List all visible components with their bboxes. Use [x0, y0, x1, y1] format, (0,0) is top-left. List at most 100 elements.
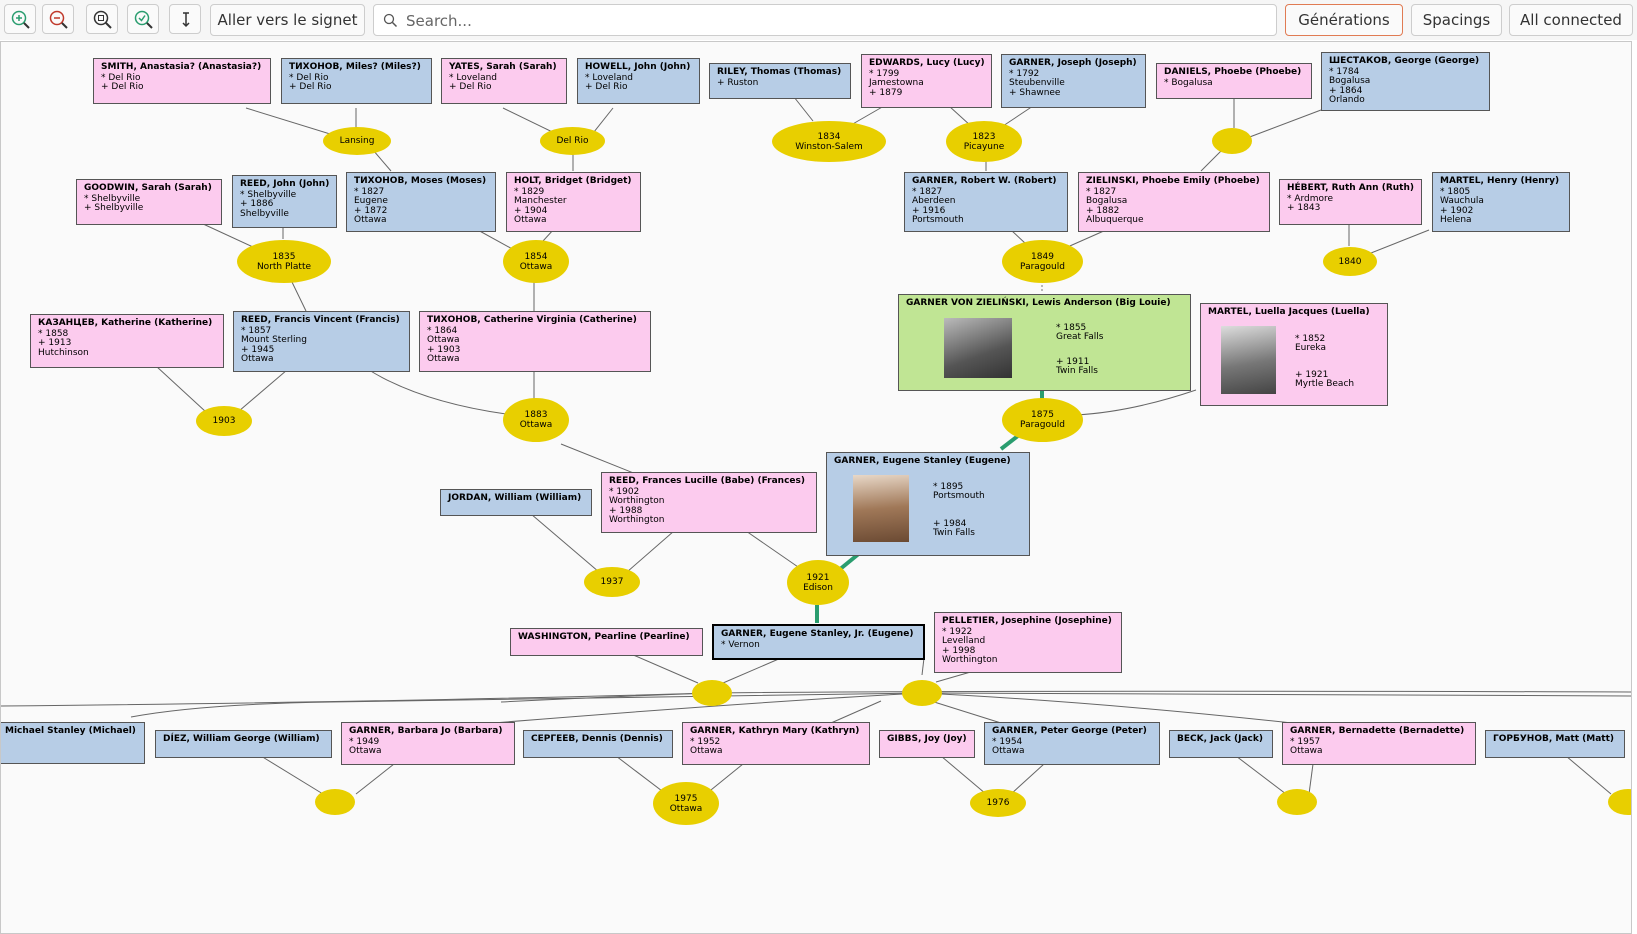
person-birth: * Loveland [449, 72, 498, 83]
person-box[interactable]: КАЗАНЦЕВ, Katherine (Katherine)* 1858+ 1… [30, 314, 224, 368]
person-box[interactable]: DANIELS, Phoebe (Phoebe)* Bogalusa [1156, 63, 1312, 99]
generations-button[interactable]: Générations [1285, 4, 1403, 36]
person-box[interactable]: GOODWIN, Sarah (Sarah)* Shelbyville+ She… [76, 179, 222, 225]
person-name: GOODWIN, Sarah (Sarah) [84, 183, 212, 193]
person-name: BECK, Jack (Jack) [1177, 734, 1263, 744]
family-place: Ottawa [669, 803, 703, 814]
search-input[interactable] [404, 9, 1268, 33]
family-node[interactable] [315, 789, 355, 815]
family-node[interactable] [692, 680, 732, 706]
person-birth: * 1895 [933, 482, 964, 492]
family-node[interactable]: 1937 [584, 567, 640, 597]
person-box[interactable]: MARTEL, Luella Jacques (Luella) * 1852 E… [1200, 303, 1388, 406]
person-box[interactable]: GIBBS, Joy (Joy) [879, 730, 975, 758]
person-birth-place: Great Falls [1056, 332, 1104, 342]
person-birth-place: Ottawa [349, 746, 382, 757]
zoom-fit-button[interactable] [127, 4, 159, 34]
person-death: + 1911 [1056, 357, 1090, 367]
family-node[interactable]: Lansing [323, 127, 391, 155]
person-death-place: Portsmouth [912, 215, 964, 226]
person-box[interactable]: HÉBERT, Ruth Ann (Ruth)* Ardmore+ 1843 [1279, 179, 1422, 225]
zoom-in-icon [11, 10, 30, 29]
person-name: GARNER VON ZIELIŃSKI, Lewis Anderson (Bi… [906, 298, 1171, 308]
person-birth: * 1805 [1440, 186, 1471, 197]
person-birth: * 1957 [1290, 736, 1321, 747]
person-box[interactable]: ТИХОНОВ, Miles? (Miles?)* Del Rio+ Del R… [281, 58, 432, 104]
home-person-button[interactable] [169, 4, 201, 34]
family-year: 1823 [972, 131, 996, 142]
person-birth: * 1855 [1056, 323, 1087, 333]
person-birth: * Ardmore [1287, 193, 1334, 204]
bookmark-button[interactable]: Aller vers le signet [210, 4, 365, 36]
home-person-box[interactable]: GARNER, Eugene Stanley, Jr. (Eugene)* Ve… [712, 624, 925, 660]
family-node[interactable] [902, 680, 942, 706]
person-birth: * 1864 [427, 325, 458, 336]
person-birth: * 1952 [690, 736, 721, 747]
family-node[interactable] [1277, 789, 1317, 815]
person-name: ШЕСТАКОВ, George (George) [1329, 56, 1480, 66]
person-box[interactable]: ТИХОНОВ, Catherine Virginia (Catherine)*… [419, 311, 651, 372]
person-box[interactable]: GARNER, Eugene Stanley (Eugene) * 1895 P… [826, 452, 1030, 556]
person-death: + 1945 [241, 344, 275, 355]
person-death-place: Hutchinson [38, 347, 89, 358]
family-tree-canvas[interactable]: SMITH, Anastasia? (Anastasia?)* Del Rio+… [0, 41, 1632, 934]
person-birth: * 1858 [38, 328, 69, 339]
person-box[interactable]: JORDAN, William (William) [440, 489, 592, 516]
zoom-out-button[interactable] [42, 4, 74, 34]
family-node[interactable] [1212, 128, 1252, 154]
person-death-place: Twin Falls [1056, 366, 1098, 376]
zoom-reset-button[interactable] [86, 4, 118, 34]
person-name: REED, Frances Lucille (Babe) (Frances) [609, 476, 805, 486]
family-node[interactable]: 1976 [970, 789, 1026, 817]
family-node[interactable]: Del Rio [540, 127, 605, 155]
person-box[interactable]: СЕРГЕЕВ, Dennis (Dennis) [523, 730, 673, 758]
person-box[interactable]: HOWELL, John (John)* Loveland+ Del Rio [577, 58, 700, 104]
person-birth: * 1829 [514, 186, 545, 197]
all-connected-button[interactable]: All connected [1509, 4, 1633, 36]
person-box-highlighted[interactable]: GARNER VON ZIELIŃSKI, Lewis Anderson (Bi… [898, 294, 1191, 391]
person-box[interactable]: YATES, Sarah (Sarah)* Loveland+ Del Rio [441, 58, 567, 104]
family-node[interactable]: 1840 [1323, 247, 1377, 276]
family-node[interactable] [1608, 789, 1631, 815]
person-box[interactable]: DÍEZ, William George (William) [155, 730, 332, 758]
person-box[interactable]: REED, Frances Lucille (Babe) (Frances)* … [601, 472, 817, 533]
person-box[interactable]: Michael Stanley (Michael) [1, 722, 145, 764]
person-box[interactable]: BECK, Jack (Jack) [1169, 730, 1273, 758]
family-year: 1835 [272, 251, 296, 262]
family-year: 1883 [524, 410, 548, 420]
person-box[interactable]: SMITH, Anastasia? (Anastasia?)* Del Rio+… [93, 58, 271, 104]
person-name: GARNER, Bernadette (Bernadette) [1290, 726, 1465, 736]
person-box[interactable]: WASHINGTON, Pearline (Pearline) [510, 628, 703, 656]
person-box[interactable]: RILEY, Thomas (Thomas)+ Ruston [709, 63, 851, 99]
family-node[interactable]: 1903 [196, 406, 252, 436]
person-death: + Shelbyville [84, 203, 144, 214]
zoom-in-button[interactable] [4, 4, 36, 34]
person-box[interactable]: ГОРБУНОВ, Matt (Matt) [1485, 730, 1625, 758]
person-birth-place: Eureka [1295, 343, 1326, 353]
spacings-button[interactable]: Spacings [1411, 4, 1502, 36]
